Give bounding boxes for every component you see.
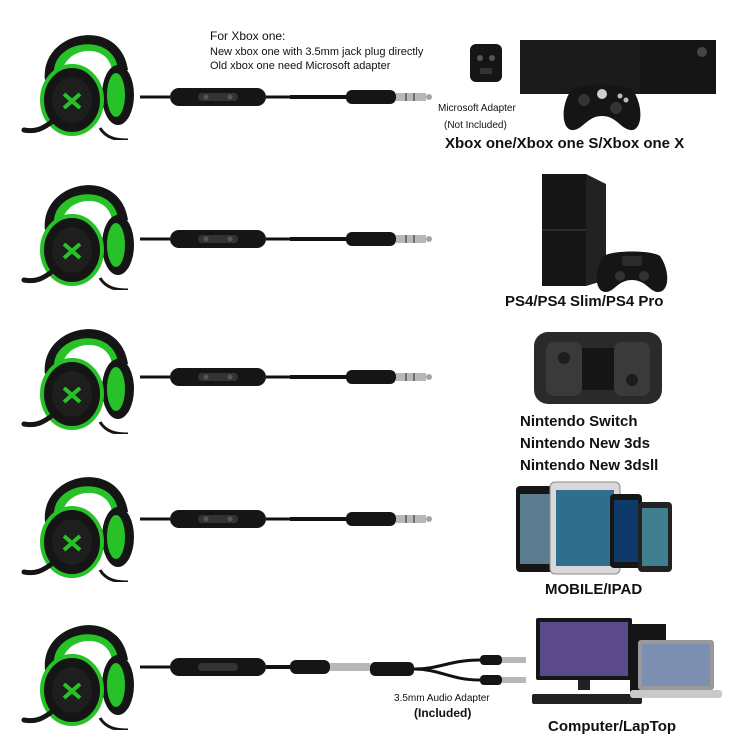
- ps4-device-label: PS4/PS4 Slim/PS4 Pro: [505, 293, 664, 310]
- xbox-adapter-line2: (Not Included): [444, 120, 507, 131]
- headset-icon: [20, 10, 140, 140]
- computer-device-label: Computer/LapTop: [548, 718, 677, 735]
- phones-tablets-icon: [516, 481, 672, 575]
- headset-icon: [20, 304, 140, 434]
- row-nintendo: Nintendo Switch Nintendo New 3ds: [0, 300, 750, 452]
- inline-volume-control-icon: [140, 658, 370, 676]
- row-ps4: PS4/PS4 Slim/PS4 Pro: [0, 150, 750, 310]
- ps4-controller-icon: [596, 251, 668, 292]
- nintendo-switch-icon: [534, 332, 662, 404]
- xbox-note-title: For Xbox one:: [210, 29, 286, 43]
- laptop-icon: [630, 640, 722, 698]
- xbox-adapter-line1: Microsoft Adapter: [438, 103, 516, 114]
- mobile-device-label: MOBILE/IPAD: [545, 581, 643, 598]
- inline-volume-control-icon: [140, 82, 440, 112]
- xbox-console-icon: [520, 40, 716, 94]
- row-xbox: For Xbox one: New xbox one with 3.5mm ja…: [0, 0, 750, 152]
- inline-volume-control-icon: [140, 504, 440, 534]
- xbox-controller-icon: [563, 84, 641, 131]
- xbox-adapter-icon: [470, 44, 502, 82]
- xbox-note-line2: Old xbox one need Microsoft adapter: [210, 60, 391, 72]
- switch-label-line2: Nintendo New 3ds: [520, 435, 651, 452]
- headset-icon: [20, 600, 140, 730]
- xbox-device-label: Xbox one/Xbox one S/Xbox one X: [445, 135, 685, 152]
- inline-volume-control-icon: [140, 224, 440, 254]
- xbox-note-line1: New xbox one with 3.5mm jack plug direct…: [210, 46, 424, 58]
- switch-label-line1: Nintendo Switch: [520, 413, 638, 430]
- computer-adapter-line1: 3.5mm Audio Adapter: [394, 693, 490, 704]
- headset-icon: [20, 160, 140, 290]
- switch-label-line3: Nintendo New 3dsll: [520, 457, 659, 474]
- ps4-console-icon: [542, 174, 606, 286]
- row-mobile: MOBILE/IPAD: [0, 450, 750, 600]
- headset-icon: [20, 452, 140, 582]
- inline-volume-control-icon: [140, 362, 440, 392]
- row-computer: 3.5mm Audio Adapter (Included) Computer/…: [0, 600, 750, 750]
- computer-adapter-line2: (Included): [414, 706, 472, 720]
- splitter-adapter-icon: [370, 655, 526, 685]
